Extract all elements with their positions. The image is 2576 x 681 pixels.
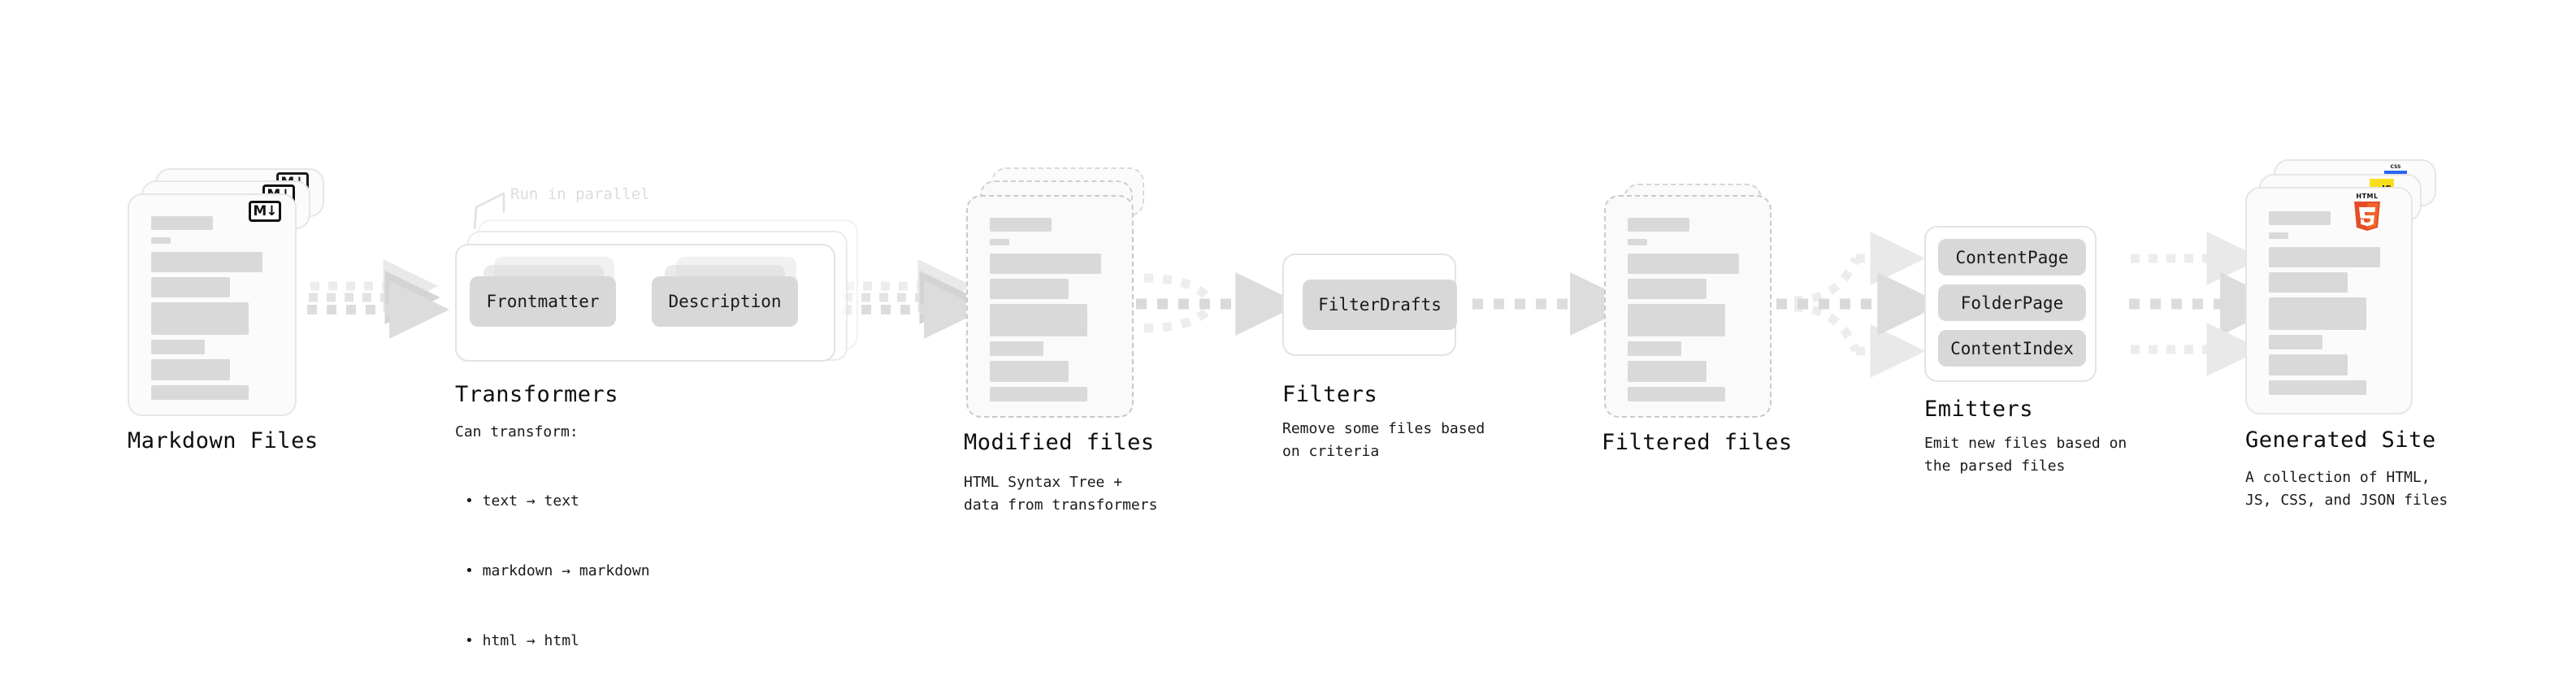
html5-icon: HTML [2351, 193, 2383, 232]
transformers-caption: Can transform: [455, 423, 579, 440]
doc-bar [2269, 272, 2348, 293]
filters-box: FilterDrafts [1282, 254, 1457, 356]
doc-bar [990, 387, 1087, 401]
doc-bar [990, 239, 1009, 245]
stage-title-transformers: Transformers [455, 382, 619, 407]
doc-bar [2269, 232, 2288, 239]
transformer-chip-frontmatter[interactable]: Frontmatter [470, 276, 616, 327]
site-file-html [2245, 187, 2413, 414]
doc-bar [1628, 254, 1739, 274]
doc-bar [1628, 239, 1647, 245]
doc-bar [2269, 297, 2366, 330]
css3-icon: CSS [2384, 164, 2407, 175]
doc-bar [1628, 361, 1706, 382]
run-in-parallel-note: Run in parallel [510, 185, 650, 203]
stage-title-markdown-files: Markdown Files [128, 428, 319, 453]
emitter-chip-folderpage[interactable]: FolderPage [1938, 284, 2086, 321]
doc-bar [2269, 380, 2366, 395]
doc-bar [990, 279, 1069, 299]
markdown-icon: M↓ [249, 201, 281, 222]
bullet-item: • text → text [465, 492, 579, 510]
stage-title-emitters: Emitters [1924, 397, 2034, 422]
doc-bar [1628, 218, 1689, 232]
stage-title-modified-files: Modified files [964, 430, 1155, 455]
doc-bar [151, 302, 249, 335]
doc-bar [151, 359, 230, 380]
connector-md-to-transformers [307, 259, 450, 339]
html5-shield [2354, 202, 2380, 231]
generated-site-caption: A collection of HTML, JS, CSS, and JSON … [2245, 469, 2448, 509]
doc-bar [1628, 387, 1725, 401]
connector-emitters-to-site [2129, 232, 2286, 376]
filter-chip-filterdrafts[interactable]: FilterDrafts [1303, 280, 1457, 330]
doc-bar [2269, 247, 2380, 267]
bullet-item: • html → html [465, 632, 579, 650]
bullet-item: • markdown → markdown [465, 562, 650, 579]
modified-files-caption: HTML Syntax Tree + data from transformer… [964, 474, 1158, 514]
emitter-chip-contentindex[interactable]: ContentIndex [1938, 330, 2086, 367]
emitter-chip-contentpage[interactable]: ContentPage [1938, 239, 2086, 275]
doc-bar [990, 361, 1069, 382]
doc-bar [151, 237, 171, 244]
doc-bar [1628, 341, 1681, 356]
doc-bar [151, 340, 205, 354]
doc-bar [990, 254, 1101, 274]
html5-icon-caption: HTML [2356, 193, 2379, 200]
doc-bar [151, 216, 213, 230]
emitters-caption: Emit new files based on the parsed files [1924, 435, 2127, 475]
doc-bar [2269, 335, 2322, 349]
doc-bar [151, 385, 249, 400]
markdown-file-front [128, 193, 297, 416]
doc-bar [2269, 354, 2348, 375]
doc-bar [990, 218, 1052, 232]
doc-bar [2269, 211, 2331, 225]
filters-caption: Remove some files based on criteria [1282, 420, 1485, 460]
stage-title-generated-site: Generated Site [2245, 427, 2436, 453]
doc-bar [151, 277, 230, 297]
doc-bar [1628, 279, 1706, 299]
stage-title-filters: Filters [1282, 382, 1378, 407]
transformers-bullets: • text → text • markdown → markdown • ht… [465, 443, 650, 681]
emitters-box: ContentPage FolderPage ContentIndex [1924, 226, 2097, 382]
connector-filtered-to-emitters [1776, 232, 1943, 378]
connector-modified-to-filters [1136, 272, 1301, 336]
stage-title-filtered-files: Filtered files [1602, 430, 1793, 455]
doc-bar [990, 304, 1087, 336]
filtered-file-front [1604, 195, 1772, 418]
transformer-chip-description[interactable]: Description [652, 276, 798, 327]
modified-file-front [966, 195, 1134, 418]
doc-bar [151, 252, 262, 272]
doc-bar [1628, 304, 1725, 336]
doc-bar [990, 341, 1043, 356]
